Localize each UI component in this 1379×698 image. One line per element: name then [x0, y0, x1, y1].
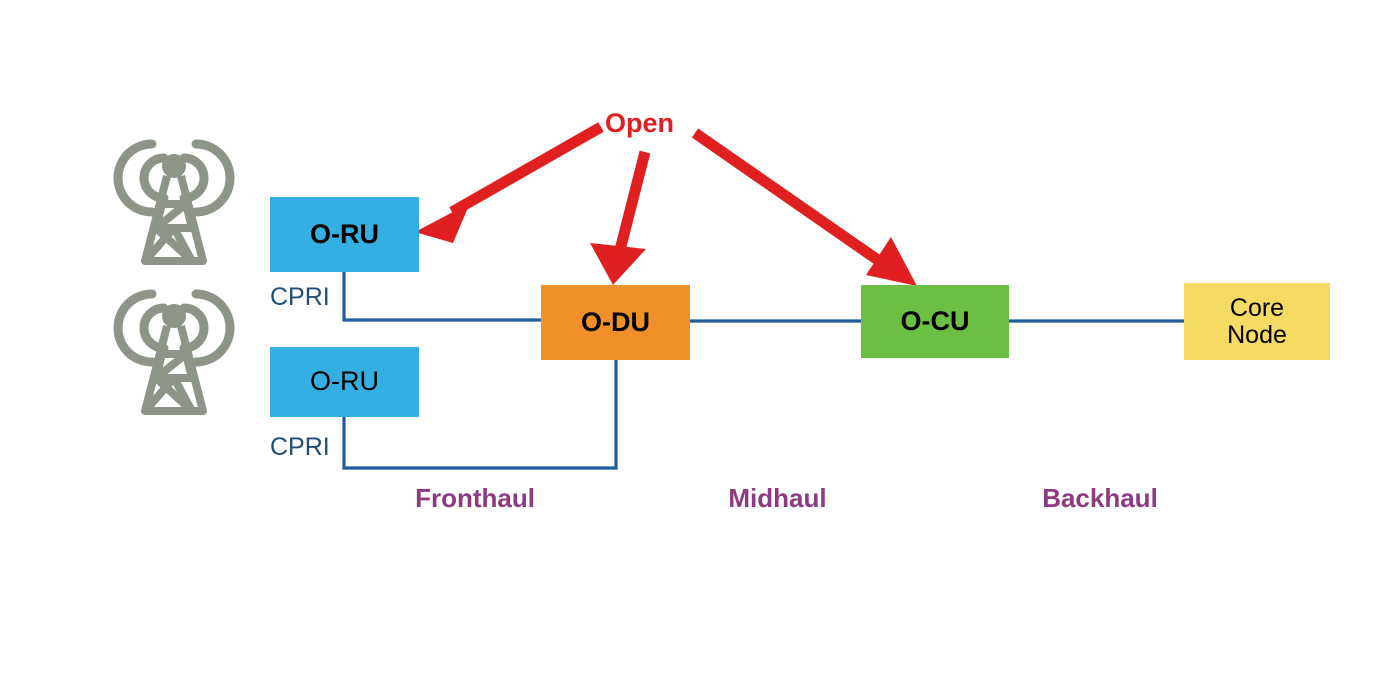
- node-ocu[interactable]: O-CU: [861, 285, 1009, 358]
- node-oru-bottom-label: O-RU: [310, 366, 379, 397]
- node-oru-top[interactable]: O-RU: [270, 197, 419, 272]
- node-odu-label: O-DU: [581, 306, 650, 337]
- open-arrow-to-ocu: [691, 128, 917, 286]
- open-arrow-to-odu: [590, 150, 651, 285]
- cpri-label-bottom: CPRI: [270, 433, 330, 461]
- open-annotation-label: Open: [605, 108, 675, 138]
- cell-tower-icon: [113, 139, 235, 265]
- link-oru-top-to-odu: [342, 272, 541, 322]
- node-oru-top-label: O-RU: [310, 218, 379, 249]
- node-oru-bottom[interactable]: O-RU: [270, 347, 419, 417]
- node-ocu-label: O-CU: [900, 305, 970, 336]
- segment-label-midhaul: Midhaul: [728, 483, 827, 513]
- cell-tower-icon: [113, 289, 235, 415]
- segment-label-backhaul: Backhaul: [1042, 483, 1158, 513]
- segment-label-fronthaul: Fronthaul: [415, 483, 535, 513]
- node-odu[interactable]: O-DU: [541, 285, 690, 360]
- cpri-label-top: CPRI: [270, 283, 330, 311]
- node-core-label: Core Node: [1227, 293, 1287, 349]
- node-core[interactable]: Core Node: [1184, 283, 1330, 360]
- open-arrow-to-oru: [415, 122, 604, 243]
- link-oru-bottom-to-odu: [342, 360, 618, 470]
